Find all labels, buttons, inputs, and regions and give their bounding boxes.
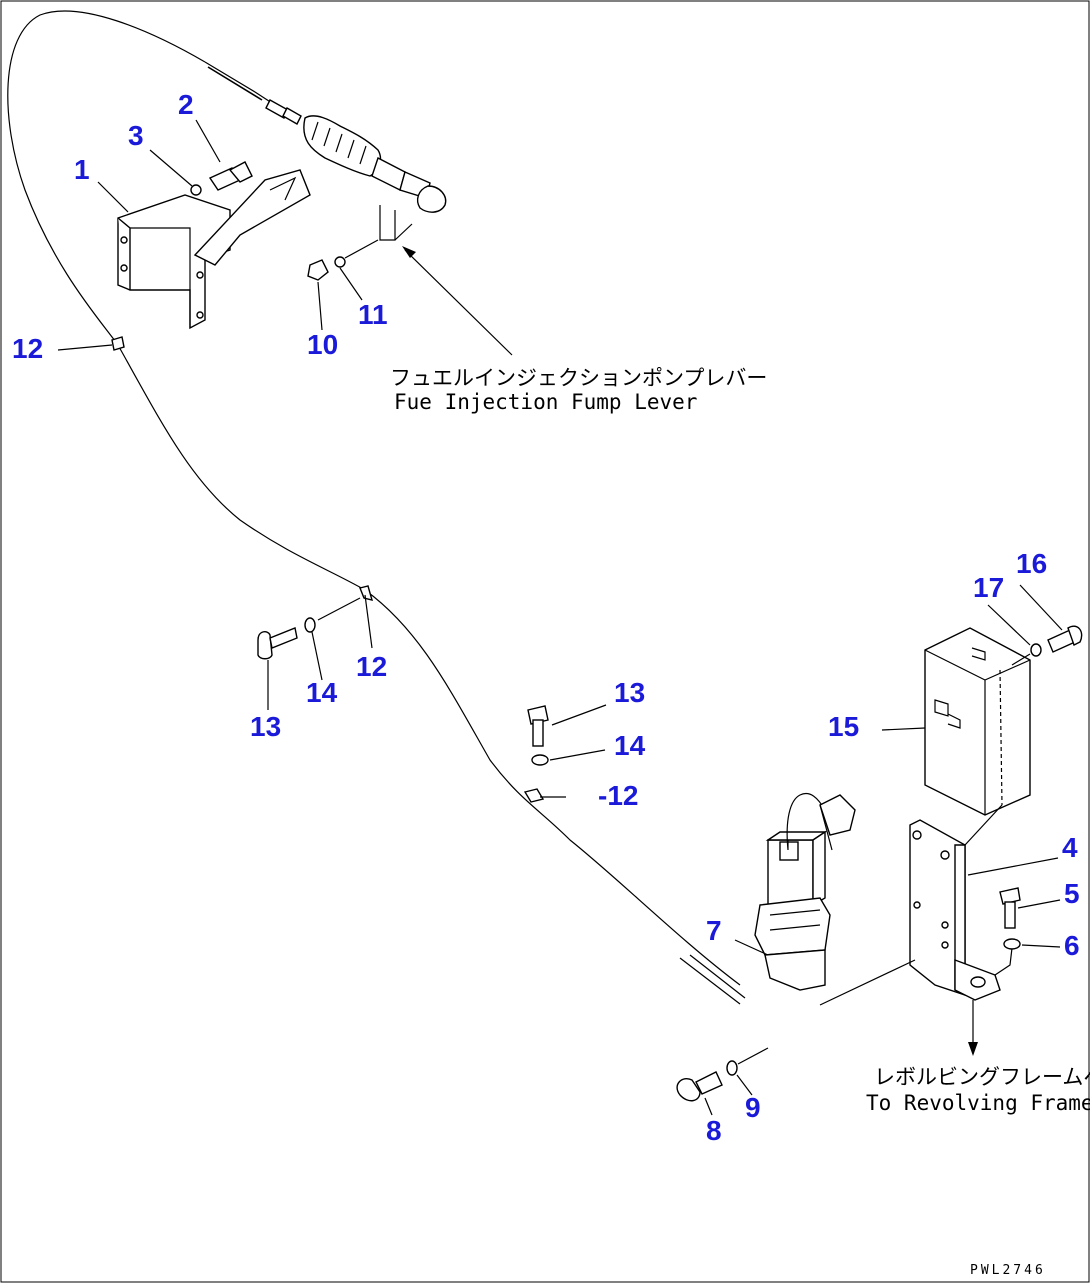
bolt-13-mid (527, 705, 549, 747)
caption-frame-en: To Revolving Frame (866, 1091, 1090, 1115)
clamp-12-a (111, 336, 125, 351)
washer-17 (1030, 643, 1042, 657)
lever-pointer-line (404, 249, 513, 356)
bracket-1 (117, 169, 311, 330)
lever-bracket (379, 205, 396, 241)
callout-1: 1 (74, 154, 90, 185)
callout-16: 16 (1016, 548, 1047, 579)
bracket-4 (819, 819, 1013, 1006)
callout-12-c: -12 (598, 780, 638, 811)
callout-5: 5 (1064, 878, 1080, 909)
controller-15 (924, 627, 1031, 846)
callout-2: 2 (178, 89, 194, 120)
nut-10 (307, 259, 329, 281)
washer-6 (1003, 938, 1021, 950)
cable-sheath-upper (207, 66, 263, 101)
cable-end-upper (204, 61, 276, 106)
callout-8: 8 (706, 1115, 722, 1146)
bolt-13-left (257, 627, 298, 660)
callout-14-b: 14 (614, 730, 646, 761)
caption-fuel-lever-jp: フュエルインジェクションポンプレバー (390, 366, 767, 390)
lever-pointer-head (402, 246, 416, 258)
caption-fuel-lever-en: Fue Injection Fump Lever (394, 390, 697, 414)
callout-6: 6 (1064, 930, 1080, 961)
callout-7: 7 (706, 915, 722, 946)
frame-arrow-head (968, 1042, 978, 1056)
callout-4: 4 (1062, 832, 1078, 863)
washer-11 (334, 256, 346, 268)
callout-10: 10 (307, 329, 338, 360)
washer-14-mid (531, 754, 549, 766)
leader-lines (57, 119, 1063, 1116)
callout-labels: 1 2 3 10 11 12 12 13 14 13 14 -12 15 16 … (12, 89, 1080, 1146)
caption-frame-jp: レボルビングフレームへ (874, 1065, 1090, 1089)
bolt-5 (999, 887, 1021, 929)
callout-3: 3 (128, 120, 144, 151)
callout-9: 9 (745, 1092, 761, 1123)
callout-12-b: 12 (356, 651, 387, 682)
callout-17: 17 (973, 572, 1004, 603)
clamp-12-c (523, 788, 545, 803)
callout-14-a: 14 (306, 677, 338, 708)
washer-3 (190, 184, 202, 196)
bolt-8 (676, 1071, 723, 1102)
callout-11: 11 (358, 299, 388, 330)
callout-15: 15 (828, 711, 859, 742)
washer-14-left (304, 617, 316, 633)
callout-12-a: 12 (12, 333, 43, 364)
cable-boot (265, 99, 447, 213)
washer-9 (726, 1060, 738, 1076)
solenoid-7 (679, 792, 856, 1005)
clamp-12-b (359, 585, 374, 601)
bolt-2 (208, 161, 253, 191)
drawing-code: PWL2746 (970, 1263, 1046, 1278)
control-cable (7, 10, 741, 986)
callout-13-b: 13 (614, 677, 645, 708)
callout-13-a: 13 (250, 711, 281, 742)
bolt-16 (1047, 625, 1083, 653)
